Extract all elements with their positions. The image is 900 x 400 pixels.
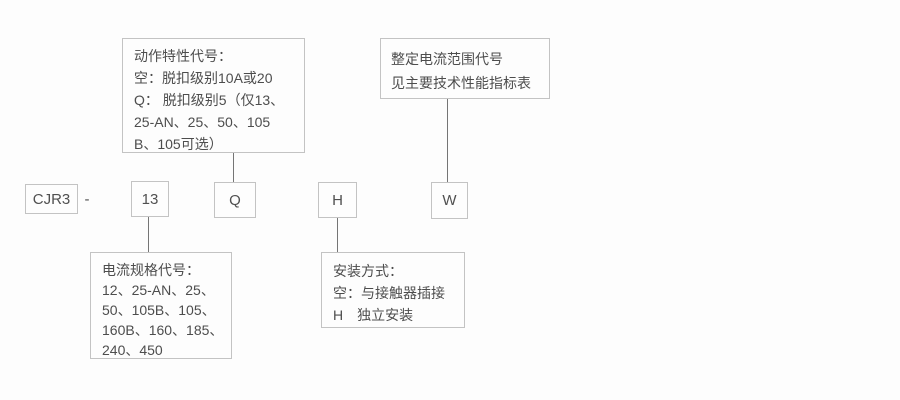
connector-current-spec <box>148 217 149 252</box>
callout-line: Q： 脱扣级别5（仅13、 <box>134 92 285 108</box>
callout-line: 见主要技术性能指标表 <box>391 75 531 91</box>
code-box-mounting: H <box>318 182 357 218</box>
callout-line: H 独立安装 <box>333 307 414 323</box>
callout-line: 安装方式： <box>333 263 403 279</box>
code-box-current-range: W <box>431 182 468 219</box>
callout-line: 50、105B、105、 <box>102 302 216 318</box>
model-prefix-box: CJR3 <box>25 184 78 214</box>
callout-line: 12、25-AN、25、 <box>102 282 215 298</box>
callout-current-spec: 电流规格代号： 12、25-AN、25、 50、105B、105、 160B、1… <box>90 252 232 359</box>
callout-line: 240、450 <box>102 342 163 358</box>
callout-action-characteristic: 动作特性代号： 空：脱扣级别10A或20 Q： 脱扣级别5（仅13、 25-AN… <box>122 38 305 153</box>
code-box-action-characteristic: Q <box>214 182 256 218</box>
connector-current-range <box>447 99 448 182</box>
connector-mounting <box>337 218 338 252</box>
connector-action-characteristic <box>233 153 234 182</box>
callout-line: 160B、160、185、 <box>102 322 224 338</box>
callout-line: 25-AN、25、50、105 <box>134 114 271 130</box>
callout-current-range: 整定电流范围代号 见主要技术性能指标表 <box>380 38 550 99</box>
callout-line: 空：与接触器插接 <box>333 285 445 301</box>
callout-line: 电流规格代号： <box>102 262 200 278</box>
callout-line: 动作特性代号： <box>134 48 232 64</box>
callout-line: 整定电流范围代号 <box>391 51 503 67</box>
callout-mounting: 安装方式： 空：与接触器插接 H 独立安装 <box>321 252 465 328</box>
callout-line: B、105可选） <box>134 136 223 152</box>
code-box-current-spec: 13 <box>131 181 169 217</box>
model-separator-dash: - <box>84 190 90 208</box>
callout-line: 空：脱扣级别10A或20 <box>134 70 273 86</box>
